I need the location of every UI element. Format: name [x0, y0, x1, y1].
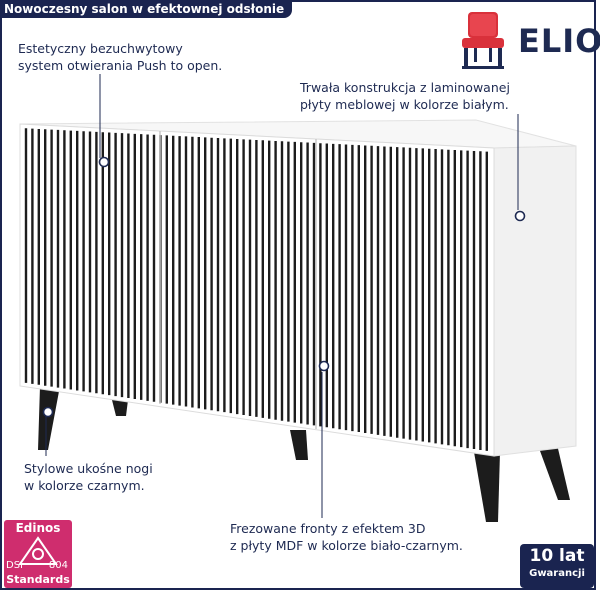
callout-line: z płyty MDF w kolorze biało-czarnym.: [230, 538, 463, 553]
callout-fronts: Frezowane fronty z efektem 3D z płyty MD…: [230, 520, 463, 554]
edinos-badge: Edinos DSI 804 Standards: [4, 520, 72, 588]
quality-seal-icon: [18, 536, 58, 565]
front-right-leg: [474, 452, 500, 522]
marker-dot: [514, 210, 526, 222]
callout-line: płyty meblowej w kolorze białym.: [300, 97, 509, 112]
callout-line: Trwała konstrukcja z laminowanej: [300, 80, 510, 95]
callout-board: Trwała konstrukcja z laminowanej płyty m…: [300, 79, 510, 113]
callout-push-to-open: Estetyczny bezuchwytowy system otwierani…: [18, 40, 222, 74]
callout-legs: Stylowe ukośne nogi w kolorze czarnym.: [24, 460, 153, 494]
red-chair-icon: [462, 12, 504, 69]
side-right-leg: [536, 440, 570, 500]
callout-line: Frezowane fronty z efektem 3D: [230, 521, 426, 536]
callout-line: w kolorze czarnym.: [24, 478, 145, 493]
fluted-fronts: [24, 128, 488, 451]
brand-logo: ELIOR: [456, 10, 600, 70]
warranty-badge: 10 lat Gwarancji: [520, 544, 594, 588]
edinos-dsi: DSI: [6, 560, 23, 571]
marker-dot: [318, 360, 330, 372]
callout-line: Estetyczny bezuchwytowy: [18, 41, 183, 56]
marker-dot: [98, 156, 110, 168]
cabinet-side: [493, 145, 577, 457]
edinos-name: Edinos: [15, 521, 61, 535]
center-leg: [290, 430, 308, 460]
edinos-number: 804: [48, 560, 68, 571]
front-left-leg: [38, 386, 60, 450]
warranty-years: 10 lat: [529, 546, 585, 566]
marker-dot: [42, 406, 54, 418]
edinos-label: Standards: [6, 573, 70, 586]
callout-line: system otwierania Push to open.: [18, 58, 223, 73]
warranty-label: Gwarancji: [529, 568, 585, 579]
brand-name: ELIOR: [518, 22, 600, 60]
callout-line: Stylowe ukośne nogi: [24, 461, 153, 476]
back-left-leg: [112, 400, 128, 416]
banner-title: Nowoczesny salon w efektownej odsłonie: [0, 0, 293, 18]
